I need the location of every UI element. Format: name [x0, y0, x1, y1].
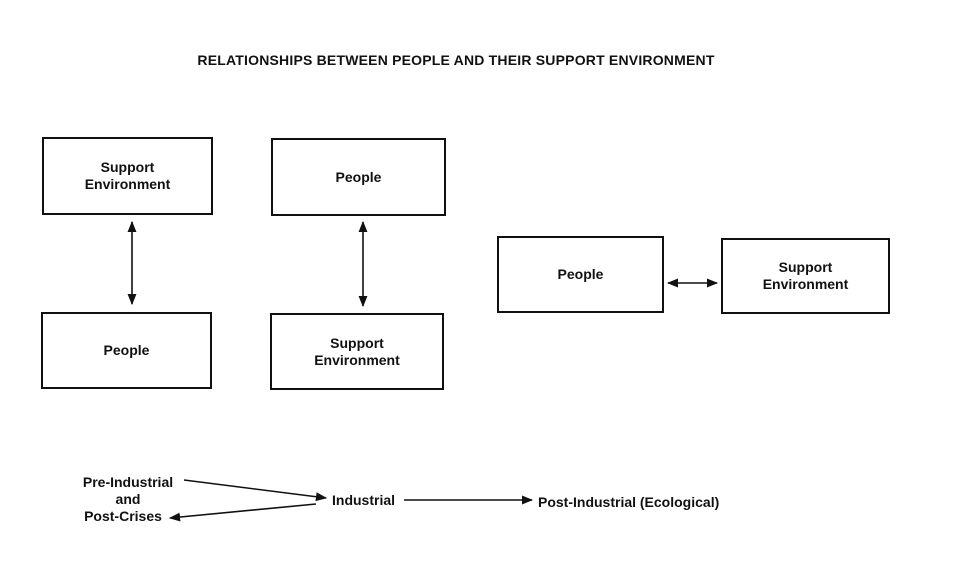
model3-left-line1: People	[557, 266, 604, 282]
stage1-line1: Pre-Industrial	[82, 474, 174, 490]
model1-support-environment-box: Support Environment	[42, 137, 213, 215]
stage-industrial-label: Industrial	[332, 492, 396, 508]
model2-people-box: People	[271, 138, 446, 216]
model1-people-box: People	[41, 312, 212, 389]
model3-support-environment-box: Support Environment	[721, 238, 890, 314]
pre-industrial-to-industrial-arrow	[183, 479, 328, 502]
stage-pre-industrial-label: Pre-Industrial and Post-Crises	[72, 474, 184, 525]
model2-support-environment-box: Support Environment	[270, 313, 444, 390]
model3-right-line2: Environment	[762, 276, 849, 292]
model2-bottom-line1: Support	[330, 334, 384, 351]
model1-top-line2: Environment	[84, 176, 171, 192]
stage1-line3: Post-Crises	[84, 508, 162, 524]
model2-top-line1: People	[335, 168, 382, 185]
diagram-title: RELATIONSHIPS BETWEEN PEOPLE AND THEIR S…	[197, 52, 715, 68]
model3-right-line1: Support	[778, 259, 833, 275]
model1-bottom-line1: People	[103, 342, 150, 358]
model3-people-box: People	[497, 236, 664, 313]
industrial-to-post-crises-arrow	[168, 503, 317, 522]
stage1-line2: and	[115, 491, 141, 507]
model1-top-line1: Support	[100, 159, 155, 175]
model2-bottom-line2: Environment	[314, 351, 400, 368]
stage-post-industrial-label: Post-Industrial (Ecological)	[538, 494, 720, 510]
